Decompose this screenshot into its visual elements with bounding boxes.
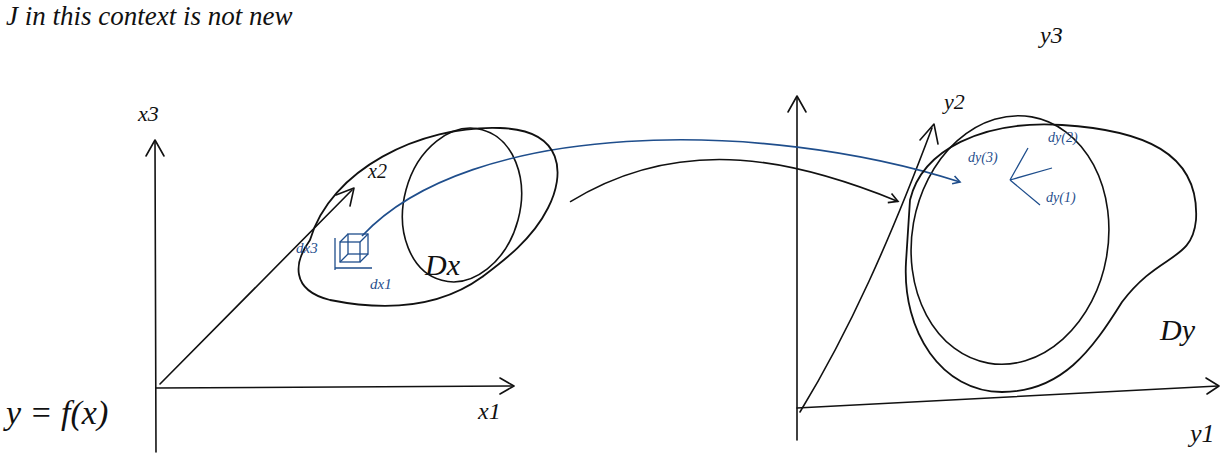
mapping-arrow xyxy=(362,140,960,236)
volume-element xyxy=(335,234,372,270)
axis-label: y1 xyxy=(1190,420,1215,449)
region-shape xyxy=(285,120,570,315)
axis-label: x1 xyxy=(478,398,501,424)
subregion-outline xyxy=(892,100,1128,380)
axis-label: dx3 xyxy=(296,240,318,257)
region-outline: Dy xyxy=(898,118,1203,396)
axis-label: y2 xyxy=(944,90,965,114)
x1-axis xyxy=(156,386,512,388)
axis-label: x2 xyxy=(368,160,387,182)
axis-label: dy(2) xyxy=(1048,130,1078,145)
axis-head xyxy=(1206,378,1219,394)
axis-label: dy(3) xyxy=(968,150,998,165)
region-shape xyxy=(898,118,1203,396)
axis-label: dx1 xyxy=(370,276,392,293)
axis-label: y3 xyxy=(1040,22,1063,48)
axis-label: dy(1) xyxy=(1046,190,1076,205)
y3-axis xyxy=(796,98,798,440)
x3-axis xyxy=(155,142,156,452)
image-element xyxy=(1010,148,1052,205)
region-label: Dy xyxy=(1160,313,1195,346)
axis-head xyxy=(146,140,164,156)
axis-head xyxy=(500,378,514,394)
subregion-outline xyxy=(386,115,538,296)
axis-head xyxy=(788,96,806,112)
mapping-connector xyxy=(570,159,898,201)
y1-axis xyxy=(797,386,1218,408)
axis-label: x3 xyxy=(138,102,159,126)
region-label: Dx xyxy=(425,248,460,281)
equation-text: y = f(x) xyxy=(6,394,108,431)
axis-head xyxy=(920,124,938,144)
x2-axis xyxy=(160,190,352,384)
region-outline: Dx xyxy=(285,120,570,315)
note-text: J in this context is not new xyxy=(6,2,292,32)
